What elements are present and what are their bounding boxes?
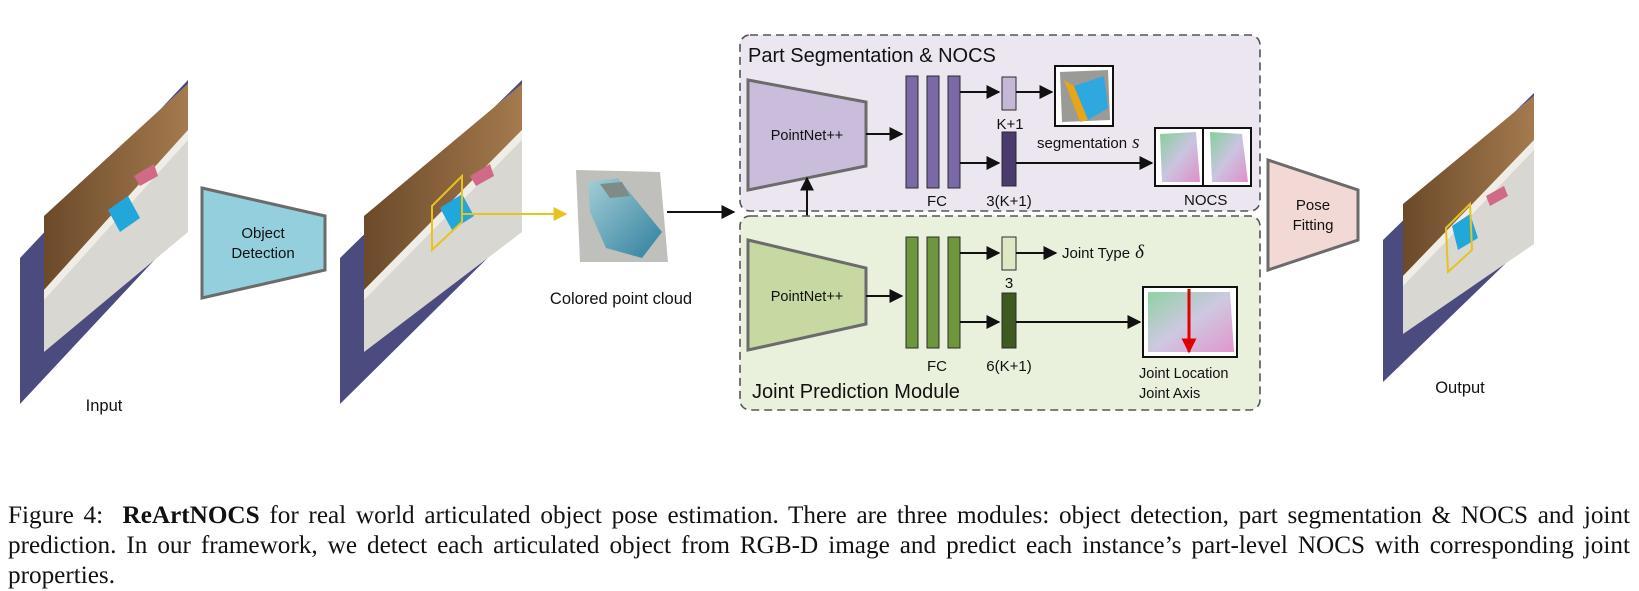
caption-prefix: Figure 4: [8, 502, 104, 530]
segmentation-pointnet-label: PointNet++ [771, 128, 844, 144]
caption-text: for real world articulated object pose e… [8, 502, 1630, 590]
segmentation-fc-bar-2 [926, 75, 940, 189]
joint-location-label: Joint Location [1139, 366, 1228, 382]
joint-fc-bar-3 [947, 236, 961, 349]
joint-output-large [1001, 292, 1017, 349]
joint-axis-label: Joint Axis [1139, 386, 1200, 402]
colored-point-cloud [576, 170, 668, 262]
joint-pointnet-block [746, 238, 868, 352]
input-image [20, 80, 188, 404]
pose-label-line2: Fitting [1293, 217, 1334, 234]
caption-model-name: ReArtNOCS [122, 502, 260, 530]
nocs-result-image [1154, 127, 1252, 187]
joint-module-title: Joint Prediction Module [752, 381, 960, 403]
joint-fc-label: FC [927, 358, 947, 375]
segmentation-output-small [1001, 76, 1017, 111]
joint-fc-bar-1 [905, 236, 919, 349]
segmentation-fc-label: FC [927, 193, 947, 210]
object-detection-block [200, 186, 327, 300]
joint-fc-bar-2 [926, 236, 940, 349]
joint-type-symbol: δ [1135, 242, 1145, 263]
segmentation-fc-bar-3 [947, 75, 961, 189]
figure-caption: Figure 4: ReArtNOCS for real world artic… [8, 501, 1630, 591]
input-label: Input [86, 397, 123, 415]
segmentation-output-large-label: 3(K+1) [986, 193, 1031, 210]
joint-output-small [1001, 236, 1017, 271]
joint-output-large-label: 6(K+1) [986, 358, 1031, 375]
pose-fitting-block [1266, 157, 1360, 273]
segmentation-label: segmentation s [1037, 132, 1139, 153]
point-cloud-label: Colored point cloud [550, 290, 692, 308]
joint-type-label-text: Joint Type [1062, 245, 1130, 262]
object-blue [108, 196, 140, 232]
segmentation-result-image [1054, 65, 1114, 127]
output-image [1383, 93, 1534, 382]
segmentation-label-text: segmentation [1037, 135, 1127, 152]
segmentation-pointnet-block [746, 78, 868, 192]
pose-label-line1: Pose [1296, 197, 1330, 214]
pipeline-diagram: Input Object Detection Colored point clo… [20, 34, 1534, 415]
object-pink [134, 164, 158, 186]
joint-type-label: Joint Type δ [1062, 242, 1145, 263]
output-bounding-box [1444, 201, 1474, 275]
joint-output-small-label: 3 [1005, 275, 1013, 292]
detection-label-line1: Object [241, 225, 285, 242]
joint-result-image [1142, 286, 1238, 358]
nocs-label: NOCS [1184, 192, 1227, 209]
segmentation-output-small-label: K+1 [996, 116, 1023, 133]
joint-pointnet-label: PointNet++ [771, 289, 844, 305]
segmentation-module-box [739, 34, 1261, 212]
joint-module-box [739, 215, 1261, 411]
detected-image [340, 80, 522, 404]
segmentation-symbol: s [1132, 132, 1139, 153]
detection-label-line2: Detection [231, 245, 294, 262]
segmentation-output-large [1001, 131, 1017, 187]
bounding-box [431, 173, 463, 253]
segmentation-fc-bar-1 [905, 75, 919, 189]
segmentation-module-title: Part Segmentation & NOCS [748, 45, 996, 67]
output-label: Output [1435, 379, 1485, 397]
